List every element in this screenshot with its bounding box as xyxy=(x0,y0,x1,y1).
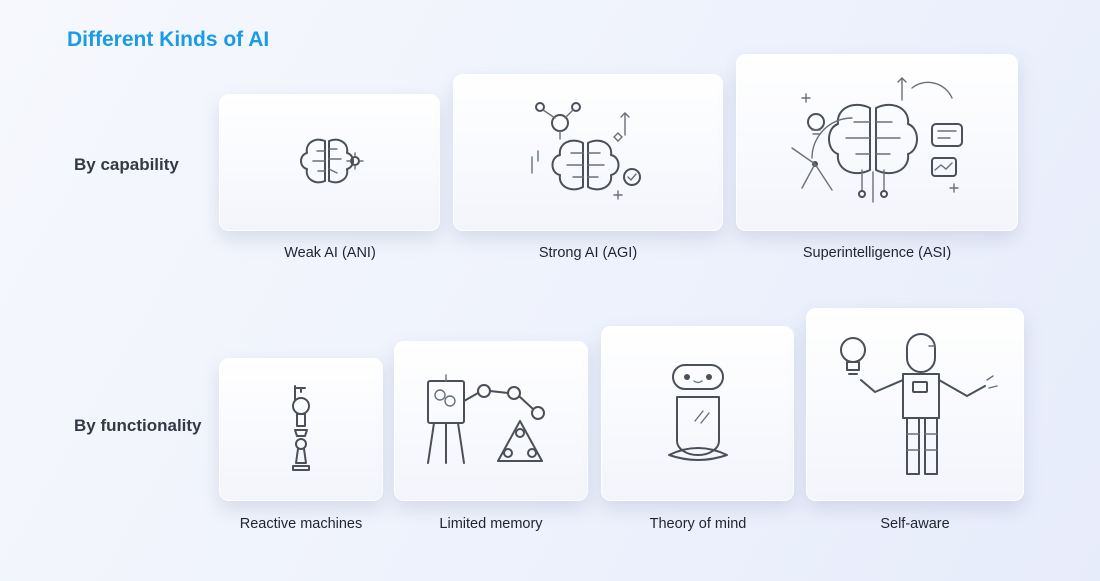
small-brain-gear-icon xyxy=(299,138,364,183)
caption-weak-ai: Weak AI (ANI) xyxy=(284,245,376,261)
caption-limited-memory: Limited memory xyxy=(439,516,543,532)
caption-theory-of-mind: Theory of mind xyxy=(649,516,747,532)
easel-robot-arm-icon xyxy=(427,374,545,464)
card-reactive-machines xyxy=(219,358,383,501)
robot-head-icon xyxy=(667,363,728,461)
caption-strong-ai: Strong AI (AGI) xyxy=(538,245,638,261)
card-self-aware xyxy=(806,308,1024,501)
robot-arm-chess-icon xyxy=(292,384,310,471)
card-strong-ai xyxy=(453,74,723,231)
card-weak-ai xyxy=(219,94,440,231)
card-limited-memory xyxy=(394,341,588,501)
brain-network-icon xyxy=(791,76,963,203)
card-superintelligence xyxy=(736,54,1018,231)
card-theory-of-mind xyxy=(601,326,794,501)
caption-self-aware: Self-aware xyxy=(880,516,950,532)
row-label-functionality: By functionality xyxy=(74,416,202,435)
brain-circuit-icon xyxy=(531,101,641,200)
caption-superintelligence: Superintelligence (ASI) xyxy=(802,245,952,261)
row-label-capability: By capability xyxy=(74,155,179,174)
page-title: Different Kinds of AI xyxy=(67,28,270,51)
humanoid-robot-lightbulb-icon xyxy=(840,332,998,475)
caption-reactive-machines: Reactive machines xyxy=(239,516,363,532)
